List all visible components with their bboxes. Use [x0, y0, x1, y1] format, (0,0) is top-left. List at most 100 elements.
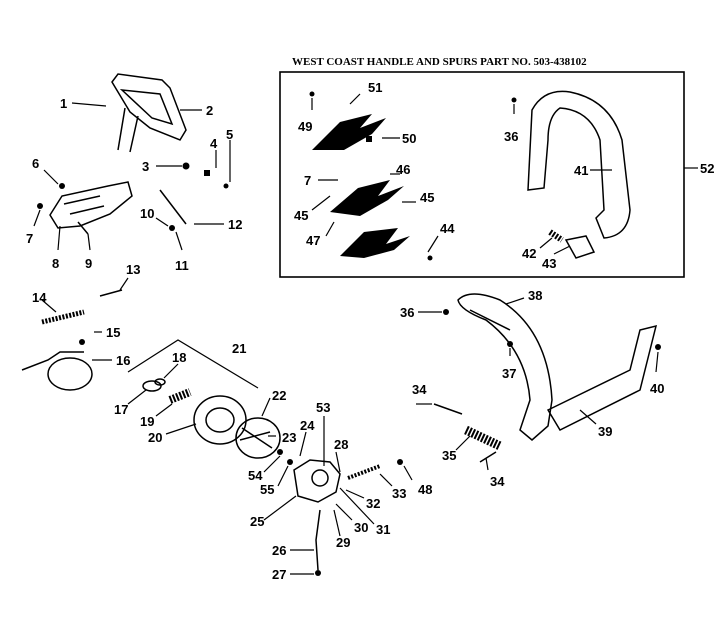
callout-24: 24	[300, 418, 315, 433]
callout-43: 43	[542, 256, 556, 271]
part-10-clip	[169, 225, 175, 231]
part-44-spur	[340, 228, 410, 258]
part-50-nut	[366, 136, 372, 142]
part-16-cable-end	[21, 351, 84, 371]
part-16-cable	[47, 357, 93, 391]
part-15-clip	[79, 339, 85, 345]
rear-handle-assembly	[433, 293, 661, 463]
part-5-screw	[223, 183, 229, 189]
callout-44: 44	[440, 221, 455, 236]
callout-10: 10	[140, 206, 154, 221]
callout-7-inset: 7	[304, 173, 311, 188]
callout-6: 6	[32, 156, 39, 171]
callout-26: 26	[272, 543, 286, 558]
housing-part-8	[49, 181, 133, 229]
callout-9: 9	[85, 256, 92, 271]
part-13-bolt	[99, 289, 123, 297]
part-18-washer	[154, 378, 166, 386]
starter-assembly	[127, 339, 281, 459]
part-35-spring	[464, 425, 502, 451]
bow-handle-assembly	[511, 90, 631, 259]
callout-35: 35	[442, 448, 456, 463]
part-39-bar	[546, 324, 658, 431]
part-27-fitting	[315, 570, 321, 576]
part-22-details	[239, 427, 273, 449]
part-41-bow-handle	[527, 90, 631, 239]
front-handle-assembly	[111, 73, 229, 189]
part-14-spring	[41, 309, 85, 325]
part-42-spring	[548, 229, 564, 243]
callout-28: 28	[334, 437, 348, 452]
spring-and-cable-assembly	[21, 289, 123, 391]
callout-36-inset: 36	[504, 129, 518, 144]
spur-assembly	[309, 91, 433, 261]
callout-31: 31	[376, 522, 390, 537]
part-36-inset-screw	[511, 97, 517, 103]
part-17-washer	[142, 380, 162, 392]
callout-48: 48	[418, 482, 432, 497]
callout-11: 11	[175, 258, 189, 273]
inset-title: WEST COAST HANDLE AND SPURS PART NO. 503…	[292, 56, 587, 68]
part-9-stud	[77, 221, 89, 235]
inset-frame	[279, 71, 685, 278]
inset-group-label: 52	[700, 161, 714, 176]
part-46-spur	[330, 180, 404, 216]
callout-17: 17	[114, 402, 128, 417]
part-53-body	[293, 459, 341, 503]
part-37-nut	[507, 341, 513, 347]
part-26-line	[315, 509, 321, 571]
part-38-handle	[457, 293, 553, 441]
callout-41: 41	[574, 163, 588, 178]
part-34-bolt-lower	[479, 451, 497, 463]
front-handle-part	[111, 73, 187, 141]
part-54-gasket	[277, 449, 283, 455]
callout-33: 33	[392, 486, 406, 501]
rear-handle-housing	[37, 181, 133, 235]
west-coast-inset: WEST COAST HANDLE AND SPURS PART NO. 503…	[279, 56, 714, 278]
callout-51: 51	[368, 80, 382, 95]
part-40-screw	[655, 344, 661, 350]
front-handle-opening	[119, 89, 174, 126]
callout-39: 39	[598, 424, 612, 439]
callout-1: 1	[60, 96, 67, 111]
callout-47: 47	[306, 233, 320, 248]
part-33-screw	[347, 464, 381, 480]
trigger-rod-assembly	[159, 189, 187, 231]
callout-38: 38	[528, 288, 542, 303]
part-44-screw	[427, 255, 433, 261]
callout-22: 22	[272, 388, 286, 403]
part-21-bracket-line	[127, 339, 259, 389]
callout-2: 2	[206, 103, 213, 118]
callout-29: 29	[336, 535, 350, 550]
callout-46: 46	[396, 162, 410, 177]
part-49-screw	[309, 91, 315, 97]
callout-34-lower: 34	[490, 474, 505, 489]
part-19-spring	[168, 388, 192, 404]
part-20-pulley	[193, 395, 247, 445]
callout-55: 55	[260, 482, 274, 497]
callout-34-upper: 34	[412, 382, 427, 397]
callout-3: 3	[142, 159, 149, 174]
part-48-cap	[397, 459, 403, 465]
callout-30: 30	[354, 520, 368, 535]
callout-49: 49	[298, 119, 312, 134]
callout-19: 19	[140, 414, 154, 429]
front-handle-legs	[117, 107, 139, 153]
part-38-detail	[469, 309, 511, 331]
part-51-spur	[312, 114, 386, 150]
callouts: 1 2 3 4 5 6 7 8 9 10 11 12 13 14 15 16 1…	[26, 80, 664, 582]
part-34-bolt-upper	[433, 403, 463, 415]
part-3-nut	[182, 162, 190, 170]
callout-37: 37	[502, 366, 516, 381]
callout-15: 15	[106, 325, 120, 340]
callout-25: 25	[250, 514, 264, 529]
callout-23: 23	[282, 430, 296, 445]
part-6-screw	[59, 183, 65, 189]
callout-5: 5	[226, 127, 233, 142]
part-20-pulley-inner	[205, 407, 235, 433]
callout-42: 42	[522, 246, 536, 261]
callout-4: 4	[210, 136, 218, 151]
callout-18: 18	[172, 350, 186, 365]
